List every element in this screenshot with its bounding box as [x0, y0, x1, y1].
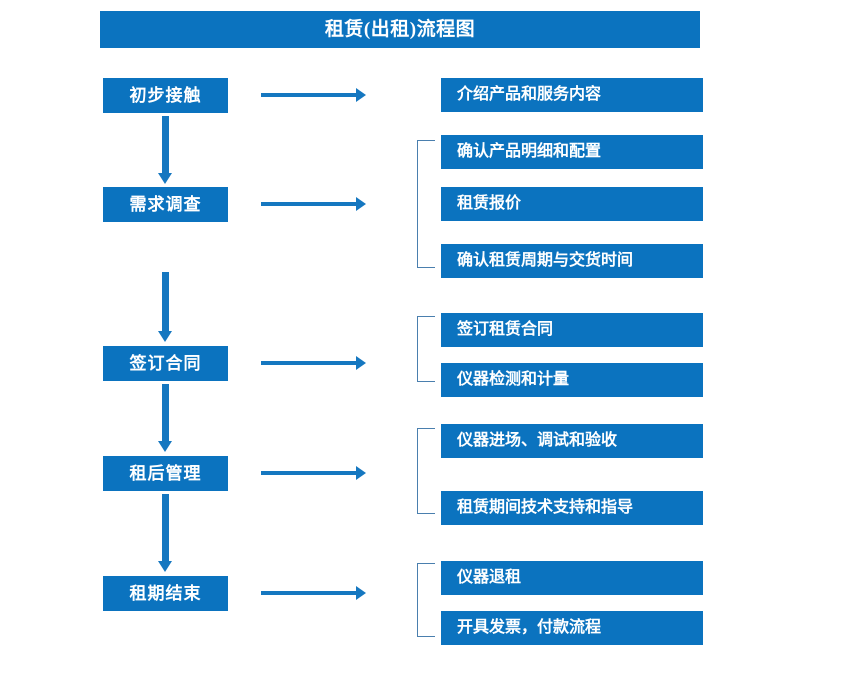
stage-box-post-rental-management[interactable]: 租后管理: [103, 456, 228, 491]
arrow-shaft: [261, 471, 356, 475]
arrow-shaft: [261, 202, 356, 206]
detail-box-instrument-return[interactable]: 仪器退租: [441, 561, 703, 595]
arrow-head-icon: [356, 586, 366, 600]
vertical-arrow-sign-contract-to-post-rental-management: [158, 384, 172, 452]
arrow-head-icon: [356, 356, 366, 370]
arrow-shaft: [162, 272, 169, 331]
horizontal-arrow-sign-contract: [261, 356, 366, 370]
arrow-shaft: [162, 384, 169, 441]
arrow-shaft: [261, 361, 356, 365]
arrow-shaft: [261, 591, 356, 595]
detail-box-confirm-rental-period-delivery[interactable]: 确认租赁周期与交货时间: [441, 244, 703, 278]
horizontal-arrow-initial-contact: [261, 88, 366, 102]
detail-box-confirm-product-details-config[interactable]: 确认产品明细和配置: [441, 135, 703, 169]
arrow-shaft: [261, 93, 356, 97]
detail-box-introduce-products-services[interactable]: 介绍产品和服务内容: [441, 78, 703, 112]
detail-box-instrument-inspection-metering[interactable]: 仪器检测和计量: [441, 363, 703, 397]
group-bracket-lease-end: [417, 563, 435, 637]
stage-box-lease-end[interactable]: 租期结束: [103, 576, 228, 611]
horizontal-arrow-lease-end: [261, 586, 366, 600]
vertical-arrow-needs-survey-to-sign-contract: [158, 272, 172, 342]
arrow-head-icon: [158, 331, 172, 342]
vertical-arrow-post-rental-management-to-lease-end: [158, 494, 172, 572]
group-bracket-needs-survey: [417, 140, 435, 268]
arrow-head-icon: [158, 441, 172, 452]
arrow-head-icon: [158, 561, 172, 572]
arrow-head-icon: [158, 173, 172, 184]
horizontal-arrow-post-rental-management: [261, 466, 366, 480]
arrow-shaft: [162, 494, 169, 561]
group-bracket-sign-contract: [417, 316, 435, 382]
stage-box-needs-survey[interactable]: 需求调查: [103, 187, 228, 222]
group-bracket-post-rental-management: [417, 428, 435, 514]
detail-box-instrument-entry-debug-acceptance[interactable]: 仪器进场、调试和验收: [441, 424, 703, 458]
horizontal-arrow-needs-survey: [261, 197, 366, 211]
detail-box-sign-rental-contract[interactable]: 签订租赁合同: [441, 313, 703, 347]
arrow-head-icon: [356, 197, 366, 211]
detail-box-rental-quotation[interactable]: 租赁报价: [441, 187, 703, 221]
arrow-shaft: [162, 116, 169, 173]
diagram-title: 租赁(出租)流程图: [100, 11, 700, 48]
stage-box-initial-contact[interactable]: 初步接触: [103, 78, 228, 113]
arrow-head-icon: [356, 88, 366, 102]
vertical-arrow-initial-contact-to-needs-survey: [158, 116, 172, 184]
stage-box-sign-contract[interactable]: 签订合同: [103, 346, 228, 381]
arrow-head-icon: [356, 466, 366, 480]
detail-box-invoice-payment-process[interactable]: 开具发票，付款流程: [441, 611, 703, 645]
detail-box-technical-support-guidance[interactable]: 租赁期间技术支持和指导: [441, 491, 703, 525]
